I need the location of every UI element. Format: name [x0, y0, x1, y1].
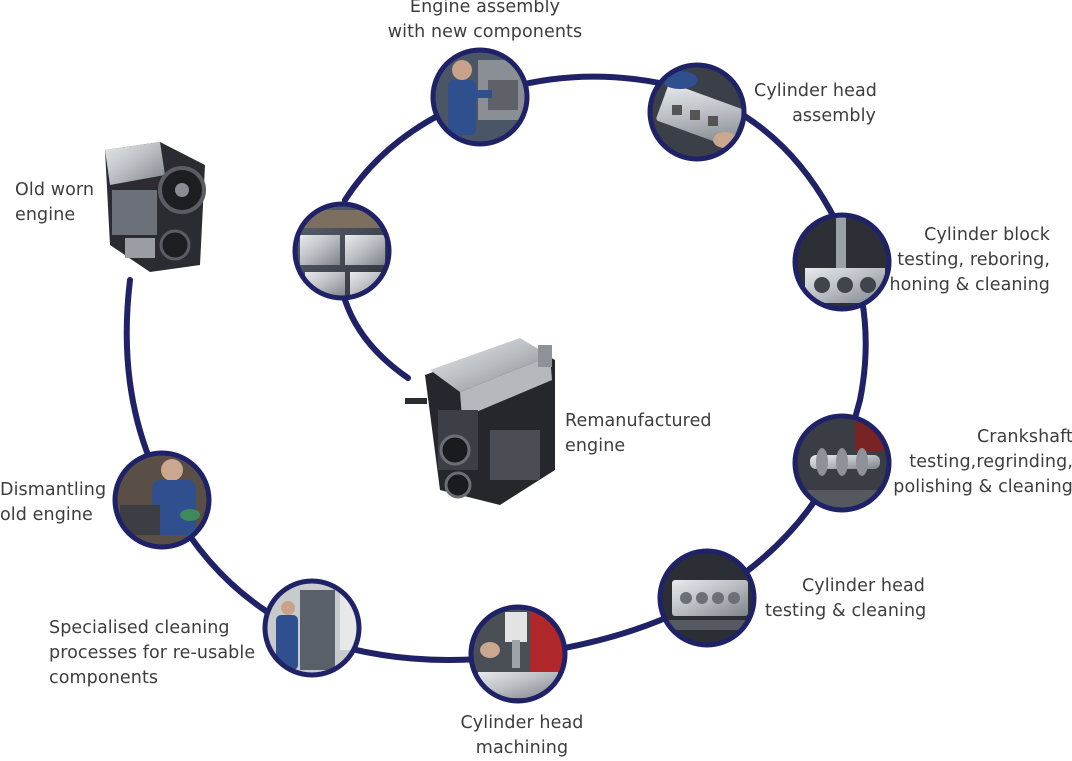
label-line: Cylinder head — [754, 81, 878, 101]
machining-photo-icon — [472, 608, 564, 700]
label-line: honing & cleaning — [889, 275, 1050, 295]
label-line: assembly — [792, 106, 876, 126]
label-line: Remanufactured — [565, 411, 712, 431]
label-line: engine — [565, 436, 626, 456]
label-line: Old worn — [15, 180, 95, 200]
label-line: machining — [475, 738, 569, 758]
crankshaft-photo-icon — [796, 417, 888, 509]
label-line: Specialised cleaning — [49, 618, 230, 638]
label-crankshaft: Crankshaft testing,regrinding, polishing… — [875, 425, 1072, 500]
label-line: testing, reboring, — [897, 250, 1050, 270]
label-old-engine: Old worn engine — [15, 178, 115, 228]
stage-engines-line — [292, 201, 392, 301]
label-line: testing & cleaning — [765, 601, 927, 621]
label-cylinder-head-assembly: Cylinder head assembly — [754, 79, 878, 129]
label-cleaning: Specialised cleaning processes for re-us… — [49, 616, 269, 691]
stage-cylinder-head-testing — [657, 548, 757, 648]
cylinder-head-testing-photo-icon — [661, 552, 753, 644]
stage-dismantling — [112, 450, 212, 550]
process-ring — [123, 73, 869, 663]
label-line: testing,regrinding, — [909, 452, 1072, 472]
label-dismantling: Dismantling old engine — [0, 478, 110, 528]
label-line: engine — [15, 205, 76, 225]
label-line: Crankshaft — [976, 427, 1072, 447]
stage-crankshaft — [792, 413, 892, 513]
label-line: Engine assembly — [409, 0, 561, 17]
label-line: Cylinder head — [460, 713, 584, 733]
cylinder-block-photo-icon — [796, 216, 888, 308]
cylinder-head-assembly-photo-icon — [651, 66, 743, 158]
ring-outer-arc — [123, 73, 869, 663]
label-line: old engine — [0, 505, 93, 525]
label-line: Cylinder head — [801, 576, 925, 596]
old-engine-icon — [105, 142, 206, 272]
label-line: with new components — [387, 22, 583, 42]
label-cylinder-block: Cylinder block testing, reboring, honing… — [868, 223, 1050, 298]
stage-cylinder-head-assembly — [647, 62, 747, 162]
stage-cylinder-block — [792, 212, 892, 312]
cleaning-photo-icon — [266, 582, 358, 674]
ring-inner-tail — [342, 297, 411, 381]
label-line: polishing & cleaning — [893, 477, 1072, 497]
label-line: Cylinder block — [924, 225, 1050, 245]
label-remanufactured-engine: Remanufactured engine — [565, 409, 725, 459]
dismantling-photo-icon — [116, 454, 208, 546]
label-cylinder-head-machining: Cylinder head machining — [437, 711, 607, 761]
label-engine-assembly: Engine assembly with new components — [360, 0, 610, 45]
label-line: processes for re-usable — [49, 643, 256, 663]
label-line: components — [49, 668, 159, 688]
label-cylinder-head-testing: Cylinder head testing & cleaning — [765, 574, 927, 624]
engine-assembly-photo-icon — [434, 51, 526, 143]
stage-cleaning — [262, 578, 362, 678]
label-line: Dismantling — [0, 480, 107, 500]
stage-engine-assembly — [430, 47, 530, 147]
stage-cylinder-head-machining — [468, 604, 568, 704]
remanufactured-engine-icon — [405, 338, 555, 505]
